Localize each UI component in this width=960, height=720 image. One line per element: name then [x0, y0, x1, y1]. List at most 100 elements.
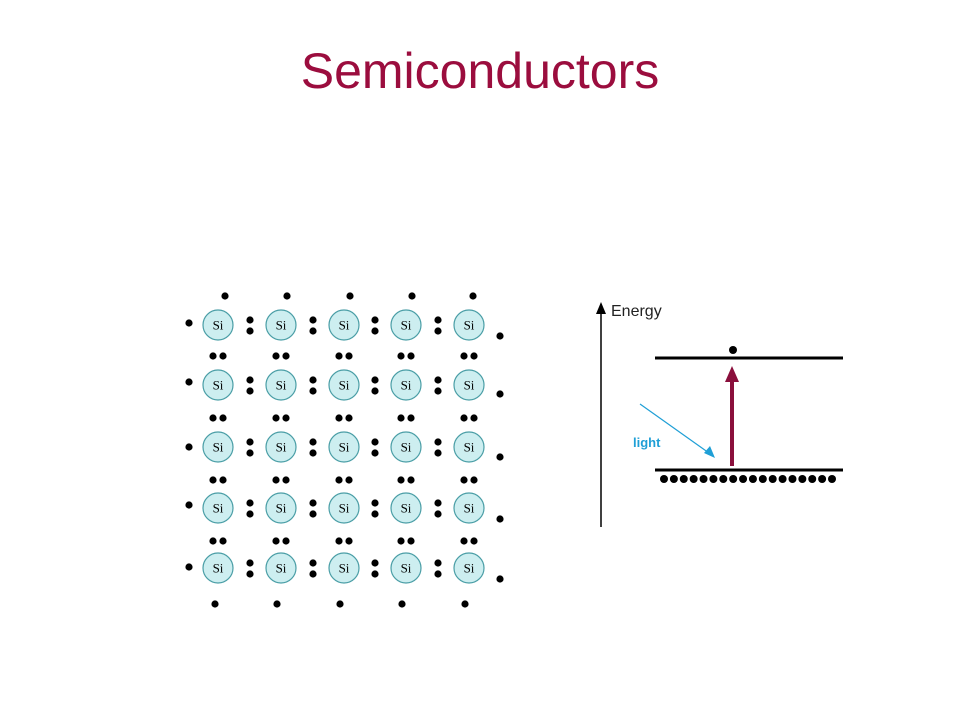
- edge-electron: [185, 443, 193, 451]
- si-atom-label: Si: [213, 318, 224, 333]
- si-atom-circle: [328, 552, 360, 584]
- si-atom-circle: [390, 431, 422, 463]
- valence-electron: [679, 475, 688, 483]
- bond-electron: [434, 316, 442, 324]
- bond-electron: [460, 476, 468, 484]
- si-atom: Si: [202, 369, 234, 401]
- bond-electron: [407, 414, 415, 422]
- si-atom-circle: [202, 431, 234, 463]
- si-atom-label: Si: [213, 378, 224, 393]
- bond-electron: [371, 327, 379, 335]
- bond-electron: [272, 476, 280, 484]
- si-atom: Si: [265, 552, 297, 584]
- bond-electron: [371, 387, 379, 395]
- si-atom: Si: [453, 431, 485, 463]
- si-atom: Si: [202, 552, 234, 584]
- si-atom-label: Si: [339, 561, 350, 576]
- bond-electron: [397, 537, 405, 545]
- si-atom-circle: [453, 552, 485, 584]
- edge-electron: [185, 563, 193, 571]
- si-atom: Si: [453, 309, 485, 341]
- edge-electron: [496, 575, 504, 583]
- bond-electron: [209, 414, 217, 422]
- valence-electron: [719, 475, 728, 483]
- bond-electron: [397, 476, 405, 484]
- si-atom: Si: [390, 552, 422, 584]
- bond-electron: [282, 414, 290, 422]
- si-atom: Si: [265, 369, 297, 401]
- valence-electron: [739, 475, 748, 483]
- si-atom-label: Si: [464, 378, 475, 393]
- bond-electron: [434, 449, 442, 457]
- valence-electron: [808, 475, 817, 483]
- si-atom: Si: [390, 309, 422, 341]
- bond-electron: [209, 352, 217, 360]
- bond-electron: [371, 559, 379, 567]
- bond-electron: [371, 376, 379, 384]
- si-atom-circle: [453, 431, 485, 463]
- bond-electron: [345, 537, 353, 545]
- bond-electron: [246, 510, 254, 518]
- energy-axis-arrowhead: [596, 302, 606, 314]
- bond-electron: [282, 352, 290, 360]
- slide-title: Semiconductors: [300, 43, 660, 99]
- si-atom: Si: [390, 431, 422, 463]
- edge-electron: [496, 390, 504, 398]
- valence-electron: [778, 475, 787, 483]
- bond-electron: [246, 327, 254, 335]
- bond-electron: [335, 476, 343, 484]
- bond-electron: [345, 352, 353, 360]
- edge-electron: [211, 600, 219, 608]
- si-atom-circle: [265, 309, 297, 341]
- bond-electron: [345, 414, 353, 422]
- bond-electron: [434, 327, 442, 335]
- si-atom: Si: [265, 431, 297, 463]
- bond-electron: [246, 376, 254, 384]
- bond-electron: [219, 537, 227, 545]
- bond-electron: [470, 352, 478, 360]
- bond-electron: [470, 537, 478, 545]
- edge-electron: [496, 515, 504, 523]
- si-atom-label: Si: [276, 501, 287, 516]
- bond-electron: [371, 510, 379, 518]
- bond-electron: [219, 352, 227, 360]
- si-atom-circle: [453, 492, 485, 524]
- energy-axis-label: Energy: [611, 303, 662, 320]
- si-atom-circle: [265, 369, 297, 401]
- bond-electron: [246, 570, 254, 578]
- bond-electron: [209, 476, 217, 484]
- valence-electron: [818, 475, 827, 483]
- bond-electron: [209, 537, 217, 545]
- si-atom-label: Si: [401, 318, 412, 333]
- bond-electron: [309, 376, 317, 384]
- valence-band-electrons: [660, 475, 836, 483]
- bond-electron: [246, 387, 254, 395]
- bond-electron: [282, 537, 290, 545]
- si-atom-circle: [328, 369, 360, 401]
- si-atom: Si: [265, 309, 297, 341]
- valence-electron: [768, 475, 777, 483]
- valence-electron: [660, 475, 668, 483]
- si-atom-label: Si: [339, 378, 350, 393]
- edge-electron: [185, 501, 193, 509]
- si-atom-label: Si: [213, 561, 224, 576]
- si-atom-circle: [202, 369, 234, 401]
- bond-electron: [407, 352, 415, 360]
- si-atom: Si: [328, 431, 360, 463]
- light-arrow: [639, 403, 710, 454]
- edge-electron: [283, 292, 291, 300]
- si-atom-circle: [328, 431, 360, 463]
- bond-electron: [434, 376, 442, 384]
- si-atom: Si: [265, 492, 297, 524]
- edge-electron: [336, 600, 344, 608]
- si-atom-label: Si: [276, 318, 287, 333]
- si-atom: Si: [328, 309, 360, 341]
- bond-electron: [434, 499, 442, 507]
- edge-electron: [398, 600, 406, 608]
- si-atom-label: Si: [339, 318, 350, 333]
- si-atom: Si: [328, 492, 360, 524]
- si-atom-label: Si: [401, 501, 412, 516]
- si-atom-circle: [202, 552, 234, 584]
- bond-electron: [246, 438, 254, 446]
